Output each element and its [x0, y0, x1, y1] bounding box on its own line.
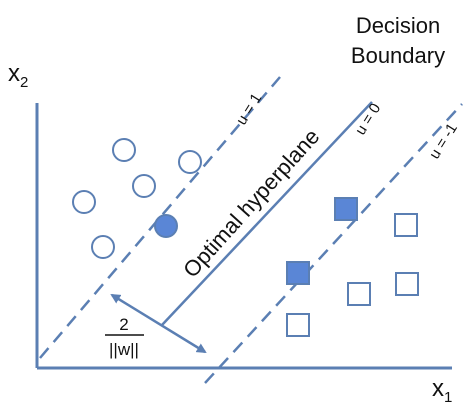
title-line-1: Decision — [356, 13, 440, 38]
circle-point — [178, 150, 202, 174]
square-point — [286, 313, 310, 337]
circle-point — [112, 138, 136, 162]
circle-support-vector — [154, 214, 178, 238]
hyperplane-label: Optimal hyperplane — [178, 124, 324, 283]
square-support-vector — [286, 261, 310, 285]
title-line-2: Boundary — [351, 43, 445, 68]
circle-point — [91, 235, 115, 259]
x2-label: x2 — [8, 60, 28, 91]
circle-point — [72, 190, 96, 214]
label-u-plus: u = 1 — [233, 90, 265, 128]
margin-line-minus — [204, 103, 463, 384]
square-support-vector — [334, 197, 358, 221]
label-u-minus: u = -1 — [426, 120, 461, 162]
circle-point — [132, 174, 156, 198]
x1-label: x1 — [432, 375, 452, 406]
square-point — [347, 282, 371, 306]
margin-denominator: ||w|| — [109, 340, 139, 359]
hyperplane-line — [161, 101, 373, 326]
margin-numerator: 2 — [119, 315, 128, 334]
square-point — [395, 272, 419, 296]
square-point — [394, 213, 418, 237]
margin-arrow — [110, 293, 207, 354]
